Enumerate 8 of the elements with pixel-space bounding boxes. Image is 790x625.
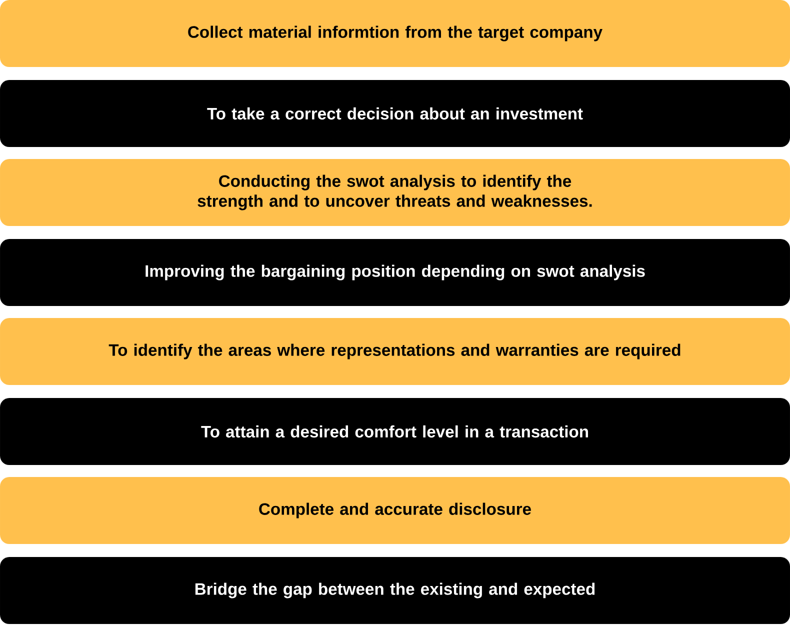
step-bar: Complete and accurate disclosure bbox=[0, 477, 790, 544]
step-bar: Conducting the swot analysis to identify the strength and to uncover threats and weaknesses. bbox=[0, 159, 790, 226]
step-bar: To attain a desired comfort level in a transaction bbox=[0, 398, 790, 465]
step-bar: To identify the areas where representations and warranties are required bbox=[0, 318, 790, 385]
step-bar: Collect material informtion from the target company bbox=[0, 0, 790, 67]
step-bar: Bridge the gap between the existing and expected bbox=[0, 557, 790, 624]
step-bar: Improving the bargaining position depending on swot analysis bbox=[0, 239, 790, 306]
step-bar: To take a correct decision about an investment bbox=[0, 80, 790, 147]
